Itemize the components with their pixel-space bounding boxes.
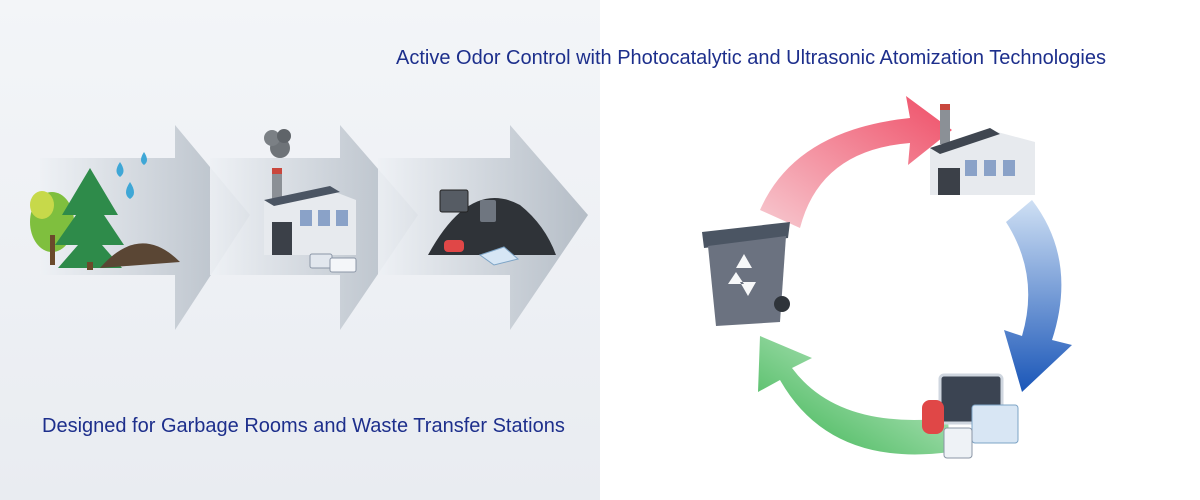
headline-text: Active Odor Control with Photocatalytic … bbox=[396, 47, 1106, 69]
cycle-arrow-red bbox=[760, 96, 952, 228]
cycle-arrow-blue bbox=[1004, 200, 1072, 392]
electronics-waste-icon bbox=[922, 373, 1019, 459]
factory-icon bbox=[264, 129, 356, 255]
waste-pile-icon bbox=[428, 189, 556, 266]
recycle-icon bbox=[728, 254, 756, 296]
factory-icon bbox=[930, 104, 1035, 195]
tree-icon bbox=[30, 168, 124, 270]
trash-bin-icon bbox=[702, 222, 790, 326]
subline-text: Designed for Garbage Rooms and Waste Tra… bbox=[42, 415, 565, 437]
recycling-panel bbox=[600, 0, 1200, 500]
electronics-waste-icon bbox=[309, 253, 357, 273]
cycle-arrow-green bbox=[758, 336, 950, 455]
dirt-pile-icon bbox=[100, 243, 180, 268]
water-drop-icon bbox=[116, 152, 147, 199]
